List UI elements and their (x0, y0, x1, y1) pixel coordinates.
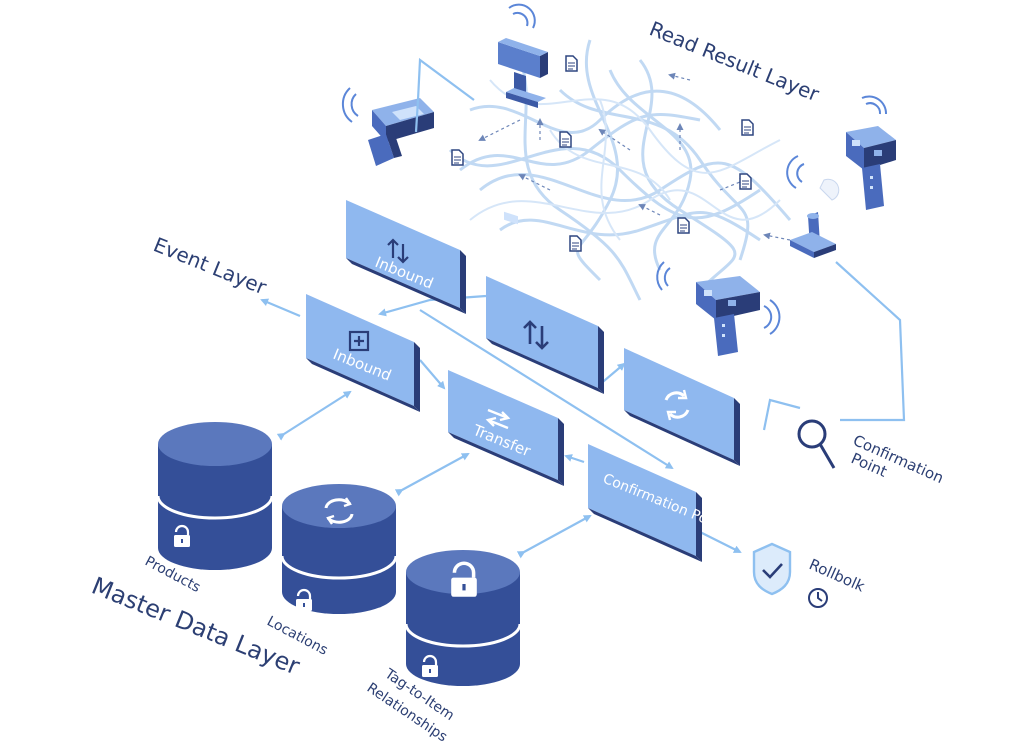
document-icon (741, 119, 754, 136)
sync-icon (324, 497, 354, 525)
shield-check-icon (752, 542, 792, 596)
flow-card[interactable] (486, 276, 604, 394)
swap-vertical-icon (387, 238, 409, 264)
clock-icon (808, 588, 828, 608)
confirmation-point-card[interactable]: Confirmation Point (588, 444, 727, 562)
swap-horizontal-icon (485, 408, 511, 430)
document-icon (739, 173, 752, 190)
barcode-scanner-icon (498, 3, 548, 225)
document-icon (569, 235, 582, 252)
barcode-scanner-icon (846, 95, 896, 210)
database-locations[interactable] (280, 484, 398, 614)
database-tag-to-item[interactable] (404, 550, 522, 686)
connector-lines (260, 57, 906, 559)
barcode-scanner-icon (656, 261, 781, 356)
document-icon (451, 149, 464, 166)
document-icon (565, 55, 578, 72)
event-layer-label: Event Layer (150, 232, 270, 299)
sync-icon (664, 389, 690, 421)
document-icon (559, 131, 572, 148)
sync-card[interactable] (624, 348, 740, 466)
read-result-dotted-arrows (478, 72, 791, 241)
magnifier-icon (797, 419, 836, 469)
read-result-pipes (448, 39, 792, 301)
transfer-card[interactable]: Transfer (448, 370, 564, 486)
swap-vertical-icon (523, 320, 549, 350)
database-products[interactable] (156, 422, 274, 570)
document-icon (677, 217, 690, 234)
add-box-icon (348, 330, 370, 352)
rfid-reader-icon (786, 155, 840, 258)
inbound-left-card[interactable]: Inbound (306, 294, 420, 412)
barcode-scanner-icon (341, 87, 434, 166)
inbound-top-card[interactable]: Inbound (346, 200, 466, 314)
